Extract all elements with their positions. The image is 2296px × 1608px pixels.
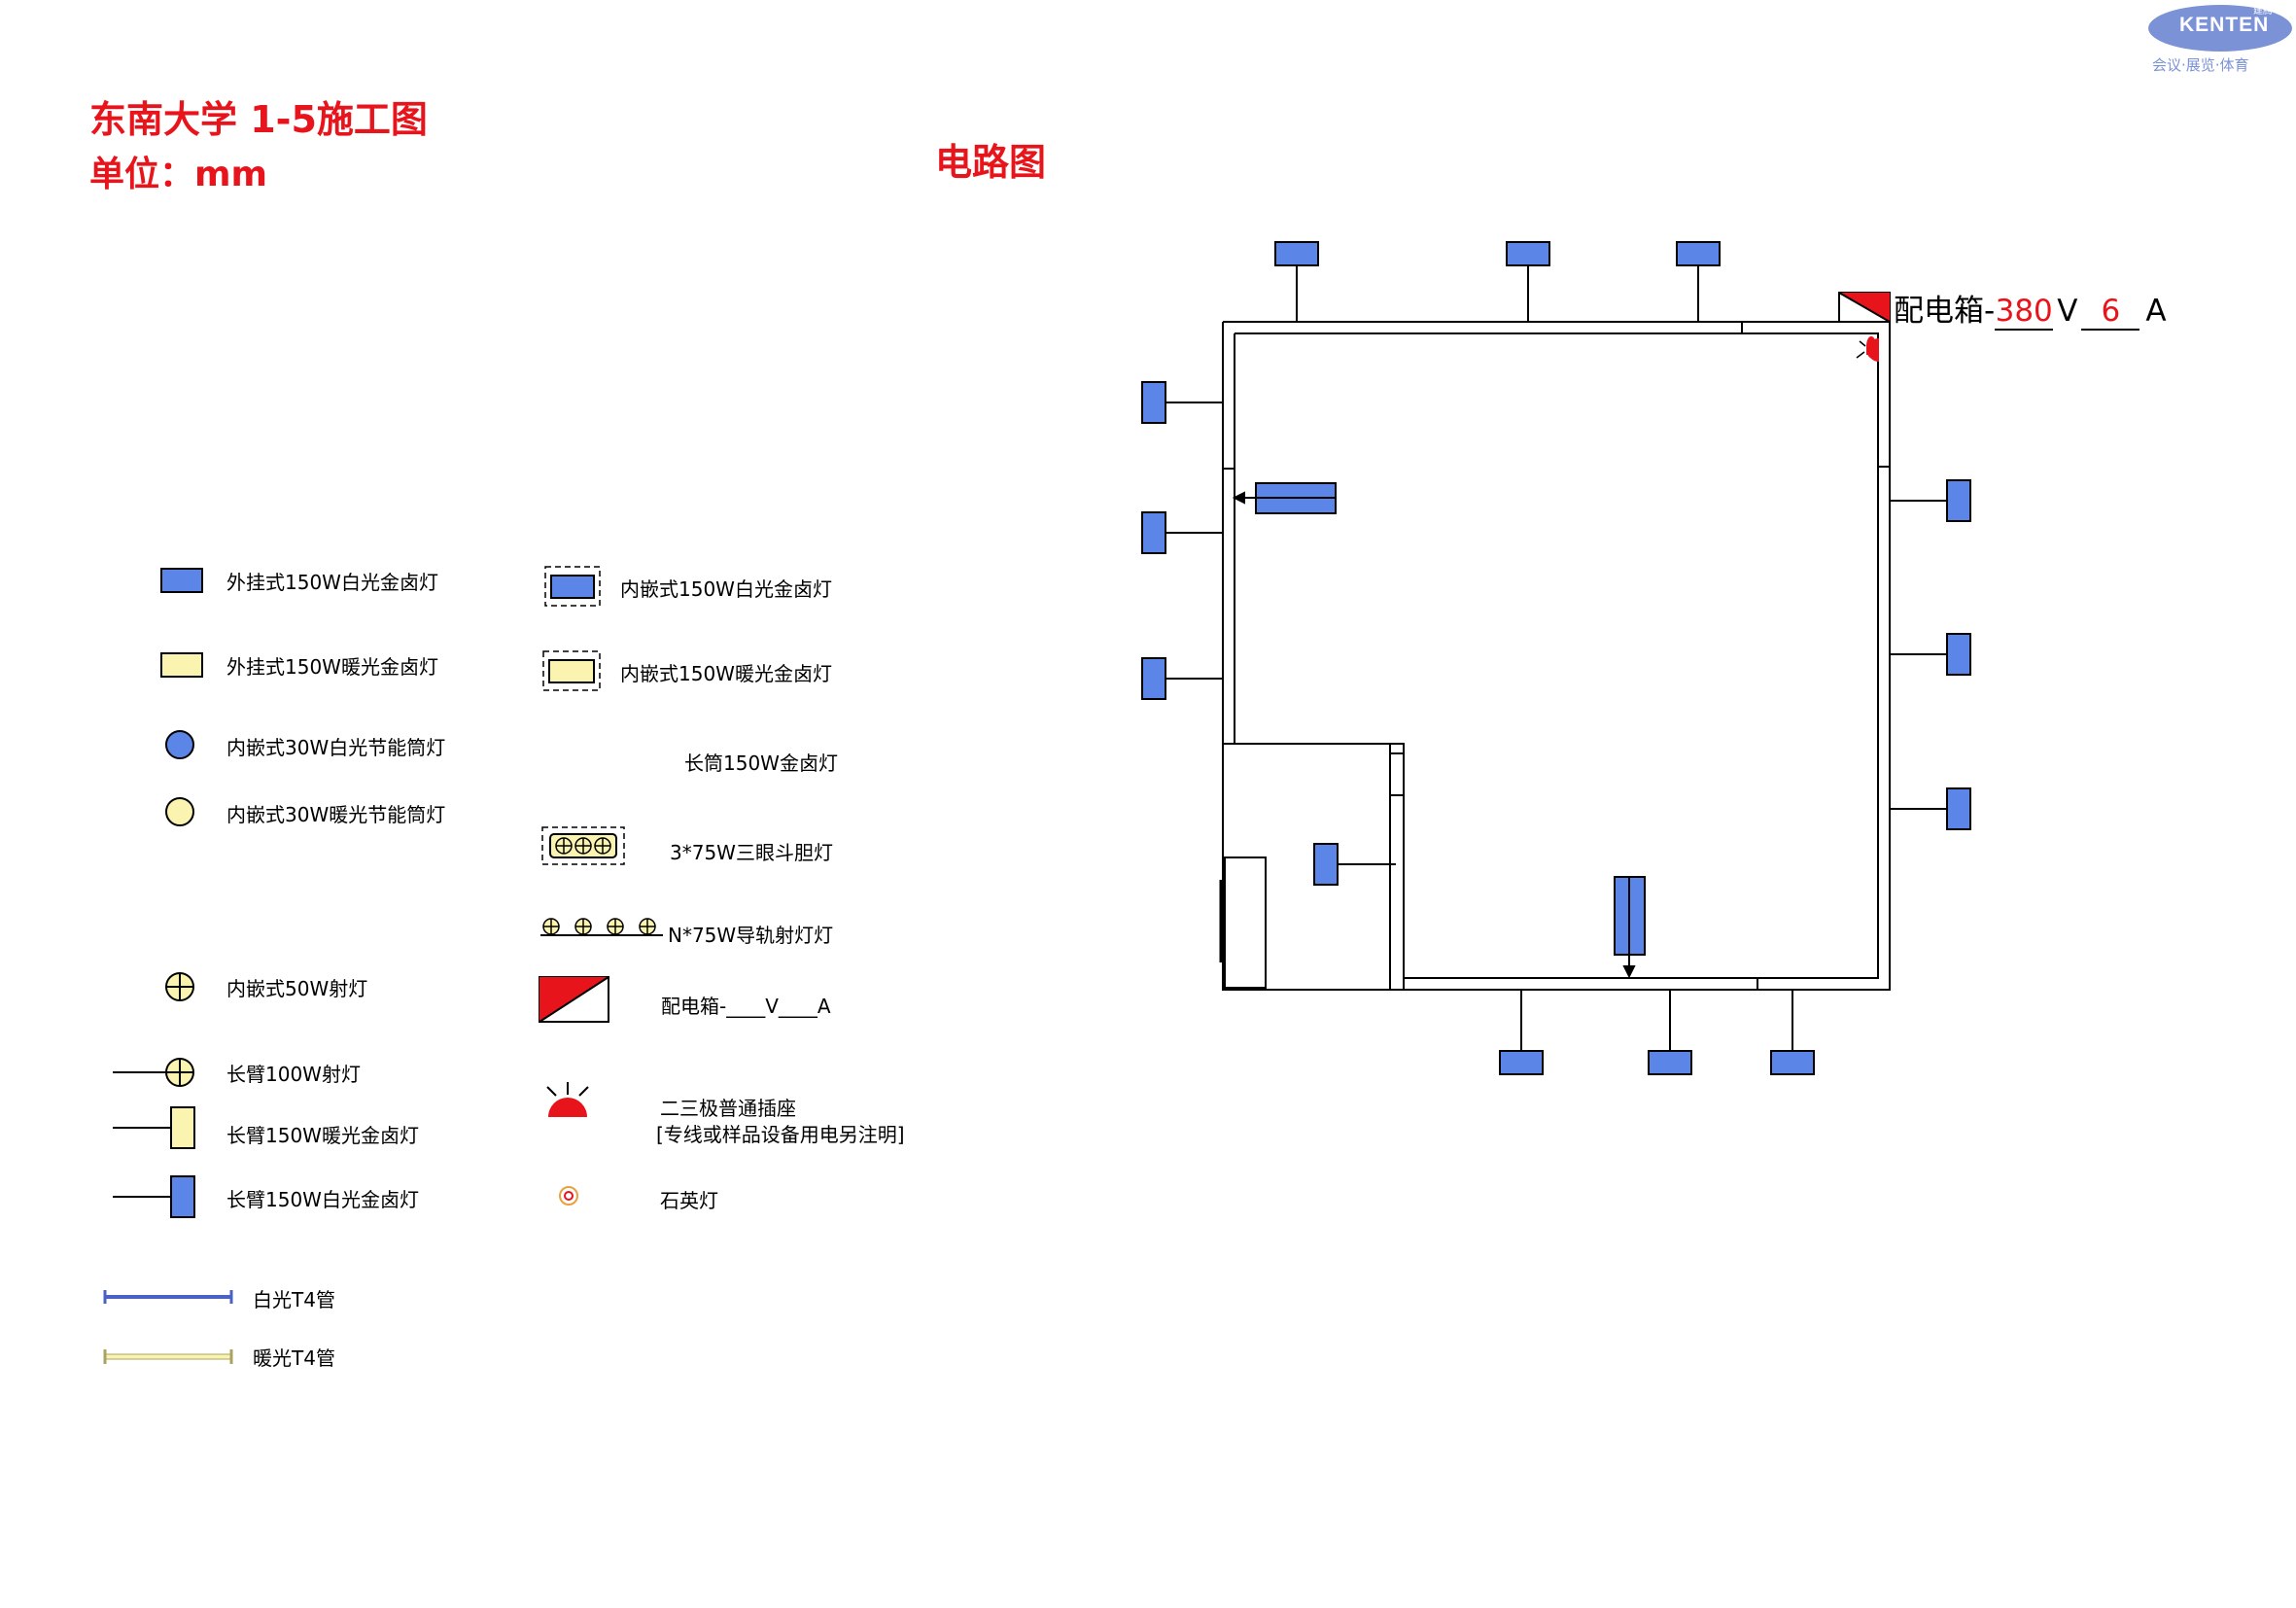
legend-label: 外挂式150W白光金卤灯 — [226, 571, 438, 594]
legend-embedded-warm-lamp-icon — [542, 650, 601, 691]
lamp-left-3 — [1141, 657, 1166, 700]
lamp-top-1 — [1274, 241, 1319, 266]
legend-label: 二三极普通插座 — [660, 1097, 796, 1120]
logo-tagline: 会议·展览·体育 — [2152, 56, 2249, 74]
box-a-unit: A — [2145, 294, 2167, 329]
legend-spotlight-icon — [165, 972, 194, 1001]
lamp-top-2 — [1506, 241, 1550, 266]
lamp-inner-room — [1313, 843, 1339, 886]
legend-label: 长臂100W射灯 — [226, 1063, 361, 1086]
legend-label: [专线或样品设备用电另注明] — [656, 1123, 905, 1146]
page-title: 东南大学 1-5施工图 — [89, 98, 428, 141]
legend-warm-lamp-icon — [160, 652, 203, 678]
legend-quartz-lamp-icon — [559, 1186, 578, 1206]
lamp-bottom-2 — [1648, 1050, 1692, 1075]
legend-track-spotlight-icon — [540, 918, 663, 936]
lamp-right-2 — [1946, 633, 1971, 676]
lamp-right-1 — [1946, 479, 1971, 522]
distribution-box-icon — [1838, 292, 1891, 323]
legend-arm-warm-lamp-icon — [113, 1106, 195, 1149]
lamp-bottom-1 — [1499, 1050, 1544, 1075]
legend-label: 暖光T4管 — [253, 1346, 335, 1370]
lamp-left-2 — [1141, 511, 1166, 554]
legend-embedded-white-lamp-icon — [544, 566, 601, 607]
kenten-logo: 建腾 KENTEN 会议·展览·体育 — [2144, 0, 2296, 78]
legend-label: 石英灯 — [660, 1189, 718, 1212]
legend-label: 内嵌式150W暖光金卤灯 — [620, 662, 832, 685]
legend-label: 内嵌式50W射灯 — [226, 977, 368, 1000]
inner-vertical-lamp — [1614, 876, 1646, 979]
legend-label: 白光T4管 — [253, 1288, 335, 1311]
legend-arm-spotlight-icon — [113, 1058, 194, 1087]
legend-triple-lamp-icon — [541, 826, 625, 865]
legend-arm-white-lamp-icon — [113, 1175, 195, 1218]
legend-socket-icon — [546, 1082, 589, 1117]
logo-name: KENTEN — [2179, 14, 2270, 36]
box-v-unit: V — [2057, 294, 2078, 329]
legend-label: 外挂式150W暖光金卤灯 — [226, 655, 438, 679]
legend-label: 内嵌式30W暖光节能筒灯 — [226, 803, 446, 826]
legend-warm-t4-icon — [103, 1349, 233, 1364]
diagram-title: 电路图 — [935, 141, 1047, 184]
legend-label: 长臂150W暖光金卤灯 — [226, 1124, 419, 1147]
arm-lamps — [1141, 241, 1971, 1075]
legend-label: 长筒150W金卤灯 — [684, 752, 838, 775]
legend-white-t4-icon — [103, 1290, 233, 1304]
lamp-right-3 — [1946, 787, 1971, 830]
box-current: 6 — [2081, 294, 2140, 331]
legend-white-downlight-icon — [165, 730, 194, 759]
legend-distribution-box-icon — [539, 976, 609, 1023]
socket-icon — [1856, 336, 1879, 362]
logo-ellipse-icon — [2148, 5, 2292, 52]
legend-warm-downlight-icon — [165, 797, 194, 826]
legend-label: N*75W导轨射灯灯 — [668, 924, 834, 947]
lamp-bottom-3 — [1770, 1050, 1815, 1075]
legend-label: 3*75W三眼斗胆灯 — [670, 841, 833, 864]
lamp-left-1 — [1141, 381, 1166, 424]
legend-label: 内嵌式30W白光节能筒灯 — [226, 736, 446, 759]
legend-label: 内嵌式150W白光金卤灯 — [620, 577, 832, 601]
box-prefix: 配电箱- — [1894, 294, 1996, 329]
legend-label: 配电箱-____V____A — [661, 995, 831, 1018]
legend-white-lamp-icon — [160, 568, 203, 593]
logo-small-text: 建腾 — [2253, 6, 2273, 17]
inner-horizontal-lamp — [1232, 482, 1337, 514]
lamp-top-3 — [1676, 241, 1721, 266]
unit-label: 单位：mm — [89, 155, 268, 194]
box-voltage: 380 — [1995, 294, 2054, 331]
legend-label: 长臂150W白光金卤灯 — [226, 1188, 419, 1211]
floor-plan-walls — [1219, 321, 1891, 991]
